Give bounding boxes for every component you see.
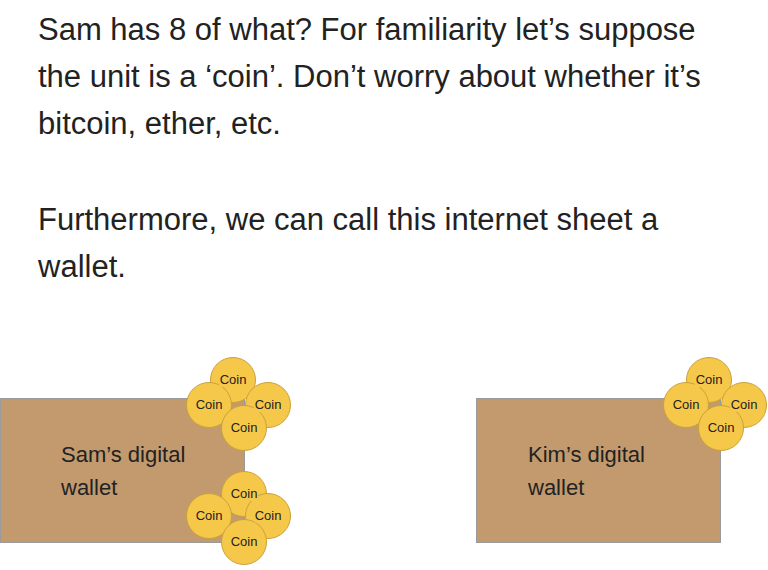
paragraph-text: Sam has 8 of what? For familiarity let’s… [38, 6, 738, 147]
coin-label: Coin [730, 398, 759, 412]
coin-label: Coin [254, 509, 283, 523]
coin-disc [222, 520, 267, 565]
coin-label: Coin [695, 373, 724, 387]
coin-circle: Coin [221, 519, 267, 565]
wallet-label: Kim’s digital wallet [528, 438, 678, 504]
coin-label: Coin [230, 487, 259, 501]
coin-label: Coin [219, 373, 248, 387]
coin-label: Coin [707, 421, 736, 435]
coin-label: Coin [672, 398, 701, 412]
coin-label: Coin [230, 421, 259, 435]
coin-disc [222, 406, 267, 451]
paragraph-text: Furthermore, we can call this internet s… [38, 196, 738, 290]
coin-label: Coin [254, 398, 283, 412]
coin-disc [699, 406, 744, 451]
wallet-label: Sam’s digital wallet [61, 438, 211, 504]
coin-label: Coin [195, 398, 224, 412]
coin-label: Coin [230, 535, 259, 549]
coin-label: Coin [195, 509, 224, 523]
